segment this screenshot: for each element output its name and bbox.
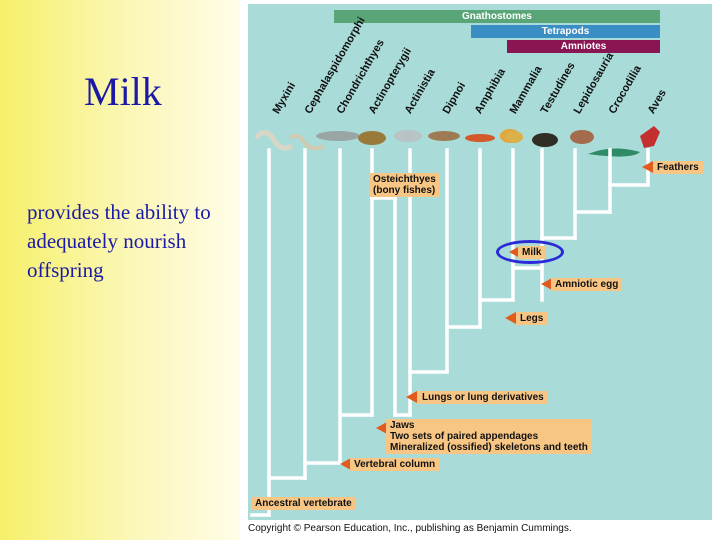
shark-icon [316, 131, 360, 141]
label-amniotic-egg: Amniotic egg [551, 278, 623, 291]
legs-arrow [505, 312, 516, 324]
label-legs: Legs [516, 312, 548, 325]
lamprey-icon [288, 133, 325, 151]
turtle-icon [532, 133, 558, 147]
slide-body-text: provides the ability to adequately nouri… [27, 200, 211, 282]
lizard-icon [570, 130, 594, 144]
crocodile-icon [588, 148, 640, 157]
band-gnathostomes: Gnathostomes [334, 10, 660, 23]
lungfish-icon [428, 131, 460, 141]
osteichthyes-subtitle: (bony fishes) [373, 185, 436, 196]
label-lungs: Lungs or lung derivatives [418, 391, 548, 404]
amniotic-egg-arrow [541, 278, 552, 290]
hagfish-icon [254, 130, 294, 151]
coelacanth-icon [394, 130, 422, 142]
jaws-line-2: Two sets of paired appendages [390, 431, 539, 442]
band-tetrapods: Tetrapods [471, 25, 660, 38]
salamander-icon [465, 134, 495, 142]
copyright-text: Copyright © Pearson Education, Inc., pub… [248, 523, 572, 534]
bird-icon [640, 126, 660, 148]
vertebral-column-arrow [340, 458, 351, 470]
jaws-line-1: Jaws [390, 420, 415, 431]
label-jaws-group: Jaws Two sets of paired appendages Miner… [386, 419, 592, 454]
animal-silhouettes [254, 126, 660, 157]
milk-highlight-ellipse [496, 240, 564, 264]
feathers-arrow [642, 161, 653, 173]
band-amniotes: Amniotes [507, 40, 660, 53]
jaws-arrow [376, 422, 387, 434]
slide-title: Milk [84, 69, 162, 114]
label-vertebral-column: Vertebral column [350, 458, 440, 471]
label-osteichthyes: Osteichthyes (bony fishes) [369, 173, 440, 197]
slide-left-panel: Milk provides the ability to adequately … [0, 0, 240, 540]
lungs-arrow [406, 391, 417, 403]
leopard-icon [505, 131, 523, 143]
label-feathers: Feathers [653, 161, 703, 174]
bony-fish-icon [358, 131, 386, 145]
jaws-line-3: Mineralized (ossified) skeletons and tee… [390, 442, 588, 453]
label-ancestral-vertebrate: Ancestral vertebrate [251, 497, 356, 510]
osteichthyes-name: Osteichthyes [373, 174, 436, 185]
